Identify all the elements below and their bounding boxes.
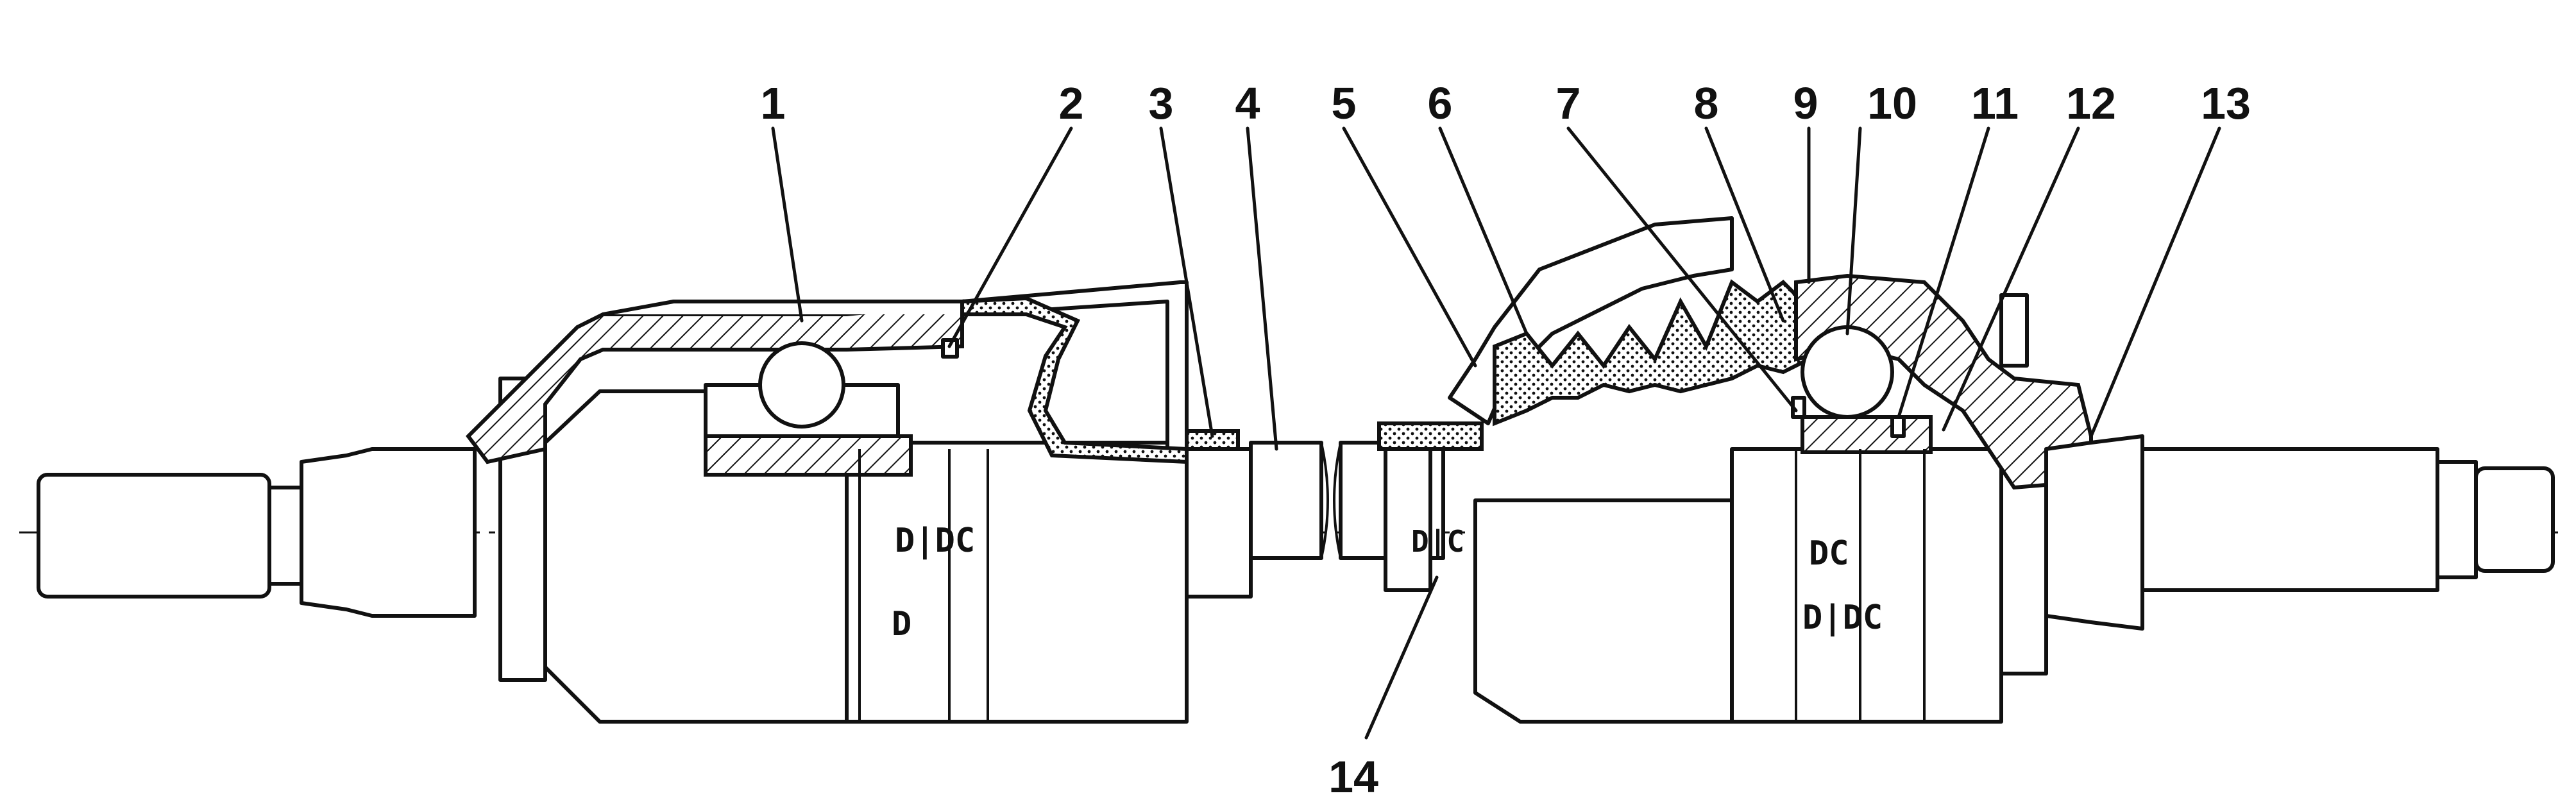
outer-stub-thread (2474, 466, 2555, 573)
callout-9: 9 (1793, 78, 1818, 128)
leader-1 (771, 126, 804, 323)
callout-8: 8 (1694, 78, 1719, 128)
inner-joint: D|DC D (37, 280, 1253, 724)
leader-8 (1704, 126, 1785, 323)
callout-10: 10 (1867, 78, 1917, 128)
inner-housing-cylinder (845, 441, 1189, 724)
callout-6: 6 (1428, 78, 1453, 128)
leader-13 (2089, 126, 2221, 438)
inner-boot (960, 296, 1189, 464)
callout-5: 5 (1332, 78, 1357, 128)
inner-race (704, 434, 913, 477)
leader-3 (1159, 126, 1214, 438)
outer-housing-lower (1473, 498, 1734, 724)
outer-joint: DC D|DC D|C (1377, 216, 2555, 724)
stub-shoulder (300, 447, 477, 618)
leader-lines (771, 126, 2221, 740)
leader-14 (1364, 575, 1439, 740)
callout-3: 3 (1149, 78, 1174, 128)
svg-text:D|DC: D|DC (1802, 599, 1883, 637)
stub-neck (267, 486, 303, 586)
svg-text:D|C: D|C (1411, 524, 1464, 559)
outer-stub-neck (2436, 460, 2478, 579)
callout-7: 7 (1556, 78, 1581, 128)
callout-2: 2 (1059, 78, 1084, 128)
callout-1: 1 (761, 78, 786, 128)
outer-stub-axle (2140, 447, 2439, 592)
inner-ball (758, 341, 845, 429)
leader-2 (947, 126, 1073, 348)
callout-14: 14 (1328, 752, 1378, 802)
leader-11 (1897, 126, 1990, 419)
leader-10 (1845, 126, 1862, 336)
outer-ball (1801, 325, 1894, 419)
callout-13: 13 (2201, 78, 2251, 128)
outer-flange-tab (1999, 293, 2029, 368)
leader-5 (1342, 126, 1477, 368)
outer-inner-race (1801, 415, 1933, 454)
outer-stub-shoulder (2044, 434, 2144, 631)
inner-splined-stub (37, 473, 271, 599)
shaft-left-segment (1249, 441, 1323, 560)
shaft-collar-left (1185, 447, 1253, 599)
outer-snap-ring-12 (1890, 415, 1906, 438)
outer-housing-cylinder (1730, 447, 2003, 724)
outer-shaft-collar (1384, 434, 1432, 592)
leader-4 (1246, 126, 1278, 451)
svg-text:D|DC: D|DC (895, 522, 975, 560)
callout-4: 4 (1235, 78, 1260, 128)
leader-7 (1566, 126, 1798, 412)
callout-12: 12 (2066, 78, 2116, 128)
callout-11: 11 (1971, 78, 2019, 128)
svg-text:D: D (892, 605, 911, 643)
leader-12 (1942, 126, 2080, 432)
callout-labels: 1 2 3 4 5 6 7 8 9 10 11 12 13 14 (761, 78, 2251, 802)
svg-text:DC: DC (1809, 534, 1849, 573)
leader-6 (1438, 126, 1529, 336)
inner-retaining-ring (941, 338, 959, 359)
outer-boot-clamp-small (1377, 421, 1484, 451)
